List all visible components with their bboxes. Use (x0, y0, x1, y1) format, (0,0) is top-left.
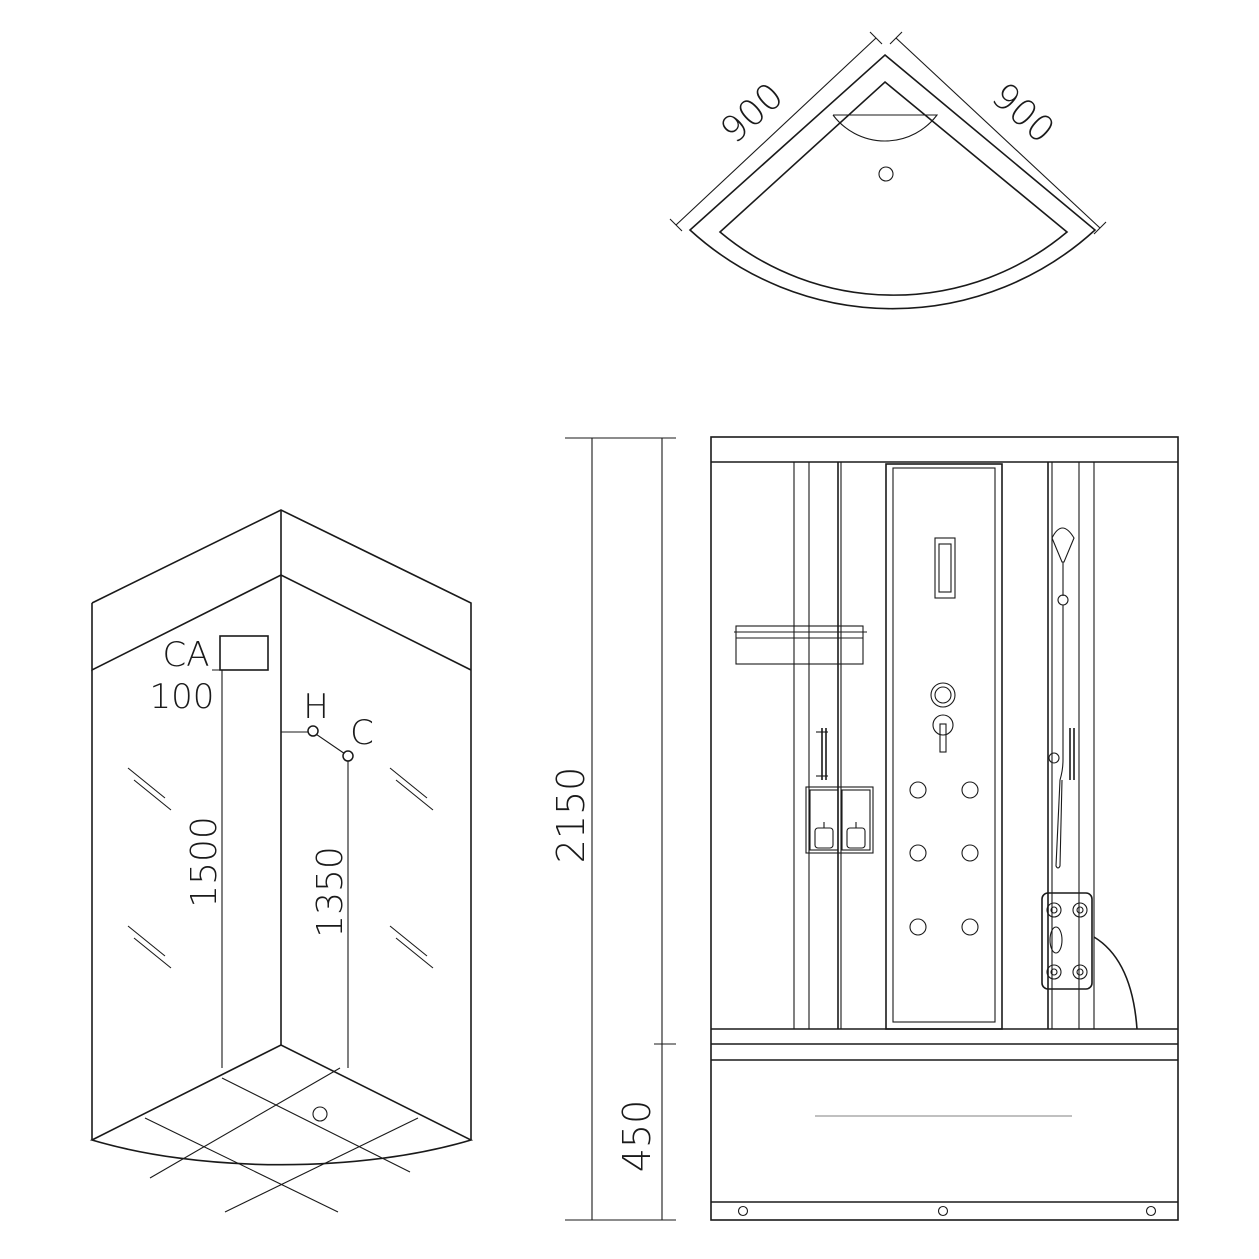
front-view-dimensions: 2150 450 (549, 437, 676, 1221)
mixer-lever (939, 723, 947, 753)
top-view-outer-outline (688, 53, 1097, 310)
shower-column-inner (892, 467, 996, 1023)
diverter-knob-inner (934, 686, 952, 704)
door-swing-arc (1093, 936, 1138, 1030)
control-panel-screen (938, 543, 952, 593)
hand-shower-head (1051, 527, 1075, 563)
top-view: 900 900 (669, 31, 1107, 310)
glass-reflection-marks (127, 767, 434, 969)
top-view-dimension-tick (669, 218, 683, 232)
perspective-floor-tiles (144, 1067, 419, 1213)
top-view-dimension-tick (1093, 221, 1107, 235)
ca-height-label: 100 (150, 677, 215, 717)
tray-foot (937, 1205, 949, 1217)
perspective-roof-bottom (91, 574, 472, 672)
hand-shower (1048, 527, 1075, 869)
floor-tile-line (144, 1117, 339, 1213)
hot-water-inlet (307, 725, 319, 737)
height-1350-label: 1350 (310, 846, 351, 938)
glass-shelf (734, 625, 867, 665)
top-view-side-a-label: 900 (713, 75, 792, 151)
control-panel (934, 537, 956, 599)
top-view-dimension-line-left (675, 37, 877, 226)
mixer-knob (932, 714, 954, 736)
top-view-dimension-line-right (895, 37, 1101, 229)
top-view-drain (878, 166, 894, 182)
floor-tile-line (149, 1067, 341, 1179)
height-1500-label: 1500 (184, 816, 225, 908)
shower-hose (1055, 605, 1064, 869)
shower-column (885, 463, 1003, 1030)
perspective-drain (312, 1106, 328, 1122)
top-view-side-b-label: 900 (983, 75, 1062, 151)
floor-tile-line (221, 1077, 411, 1173)
left-door-handle (816, 728, 828, 780)
tray-foot (1145, 1205, 1157, 1217)
top-view-dimension-tick (869, 31, 883, 45)
front-view (710, 436, 1179, 1221)
ca-box (219, 635, 269, 671)
ca-label: CA (163, 635, 210, 675)
top-view-corner-seat (832, 114, 939, 142)
hot-label: H (303, 687, 329, 727)
perspective-tray (89, 1044, 474, 1166)
diverter-knob (930, 682, 956, 708)
body-jets (909, 781, 979, 936)
cold-label: C (350, 713, 374, 753)
tray-height-label: 450 (615, 1100, 659, 1173)
tray-foot (737, 1205, 749, 1217)
top-view-dimension-tick (889, 31, 903, 45)
perspective-view: CA 100 1500 H C 1350 (89, 509, 474, 1213)
top-view-inner-outline (718, 80, 1069, 296)
total-height-label: 2150 (549, 767, 593, 864)
soap-dispensers (805, 786, 874, 854)
perspective-roof-top (91, 509, 472, 670)
front-view-frame (710, 436, 1179, 1221)
floor-tile-line (224, 1117, 419, 1213)
foot-massage-seat (1041, 892, 1093, 990)
